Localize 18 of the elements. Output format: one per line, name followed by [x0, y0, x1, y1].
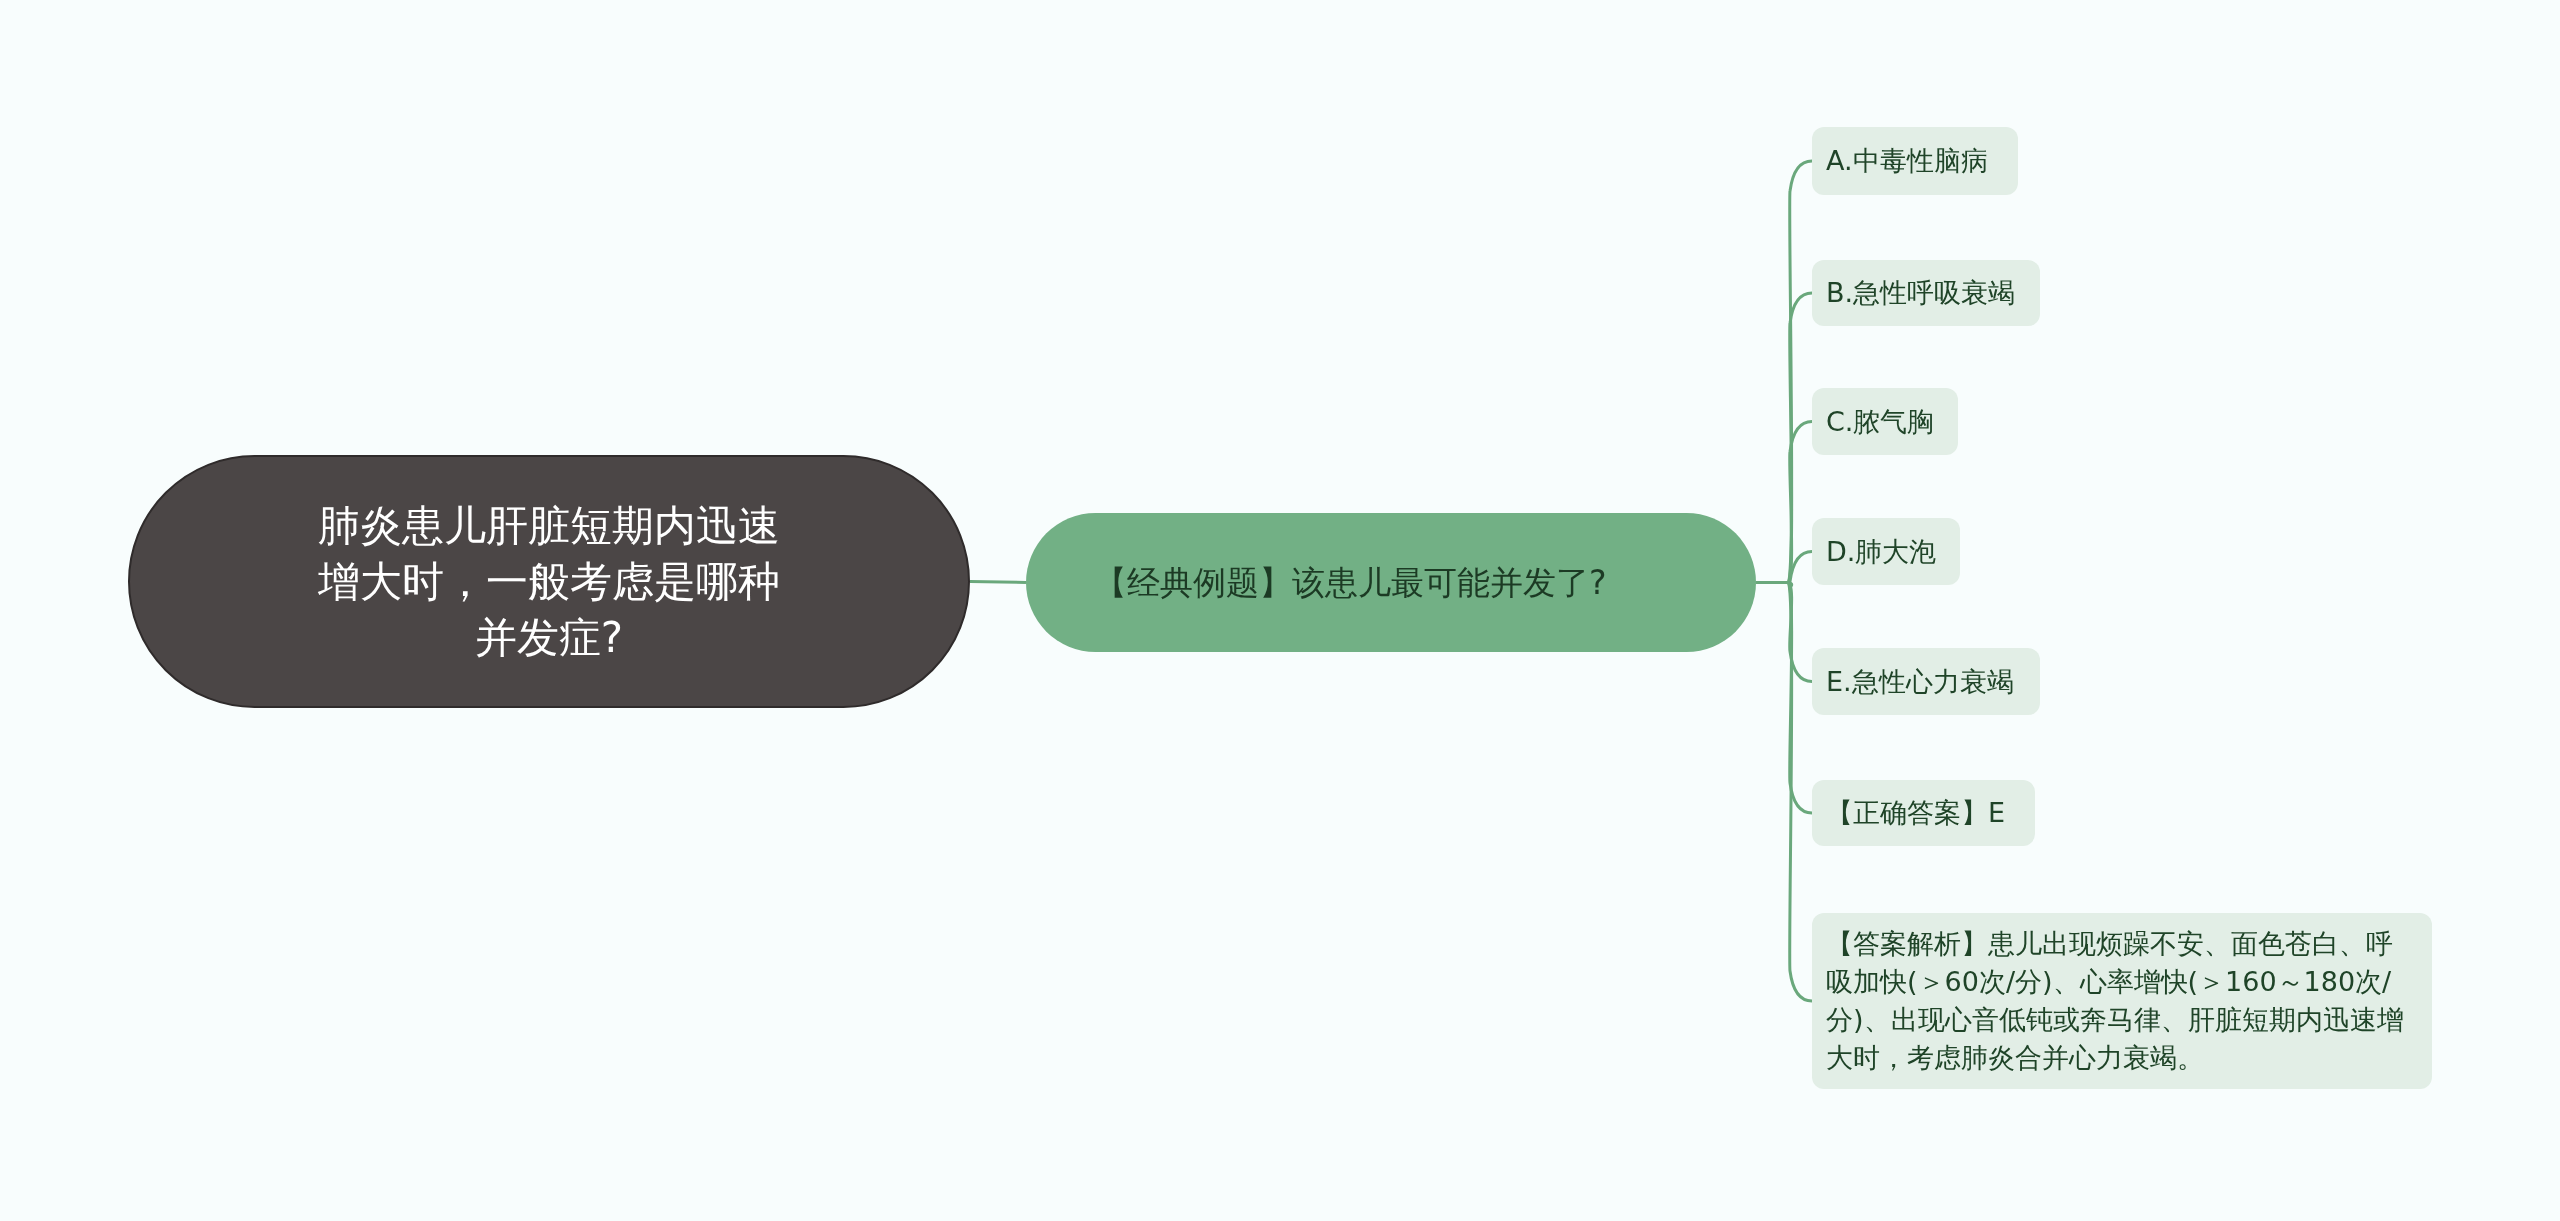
- option-text: A.中毒性脑病: [1826, 144, 1988, 178]
- option-text: B.急性呼吸衰竭: [1826, 276, 2016, 310]
- option-box: [1812, 780, 2035, 846]
- option-box: [1812, 518, 1960, 585]
- option-box: [1812, 127, 2018, 195]
- node-text: 【经典例题】该患儿最可能并发了?: [1094, 561, 1607, 604]
- node-text: 肺炎患儿肝脏短期内迅速增大时，一般考虑是哪种并发症?: [317, 499, 781, 664]
- option-box: [1812, 648, 2040, 715]
- option-box: [1812, 388, 1958, 455]
- option-box: [1812, 913, 2432, 1089]
- option-box: [1812, 260, 2040, 326]
- option-text: C.脓气胸: [1826, 404, 1935, 439]
- option-text: D.肺大泡: [1826, 534, 1937, 569]
- option-text: 【答案解析】患儿出现烦躁不安、面色苍白、呼吸加快(＞60次/分)、心率增快(＞160～180次/分)、出现心音低钝或奔马律、肝脏短期内迅速增大时，考虑肺炎合并心力衰竭。: [1826, 927, 2405, 1075]
- option-text: E.急性心力衰竭: [1826, 664, 2014, 699]
- connector-line: [969, 580, 1027, 584]
- option-text: 【正确答案】E: [1826, 796, 2006, 830]
- connector-line: [1756, 581, 1813, 1003]
